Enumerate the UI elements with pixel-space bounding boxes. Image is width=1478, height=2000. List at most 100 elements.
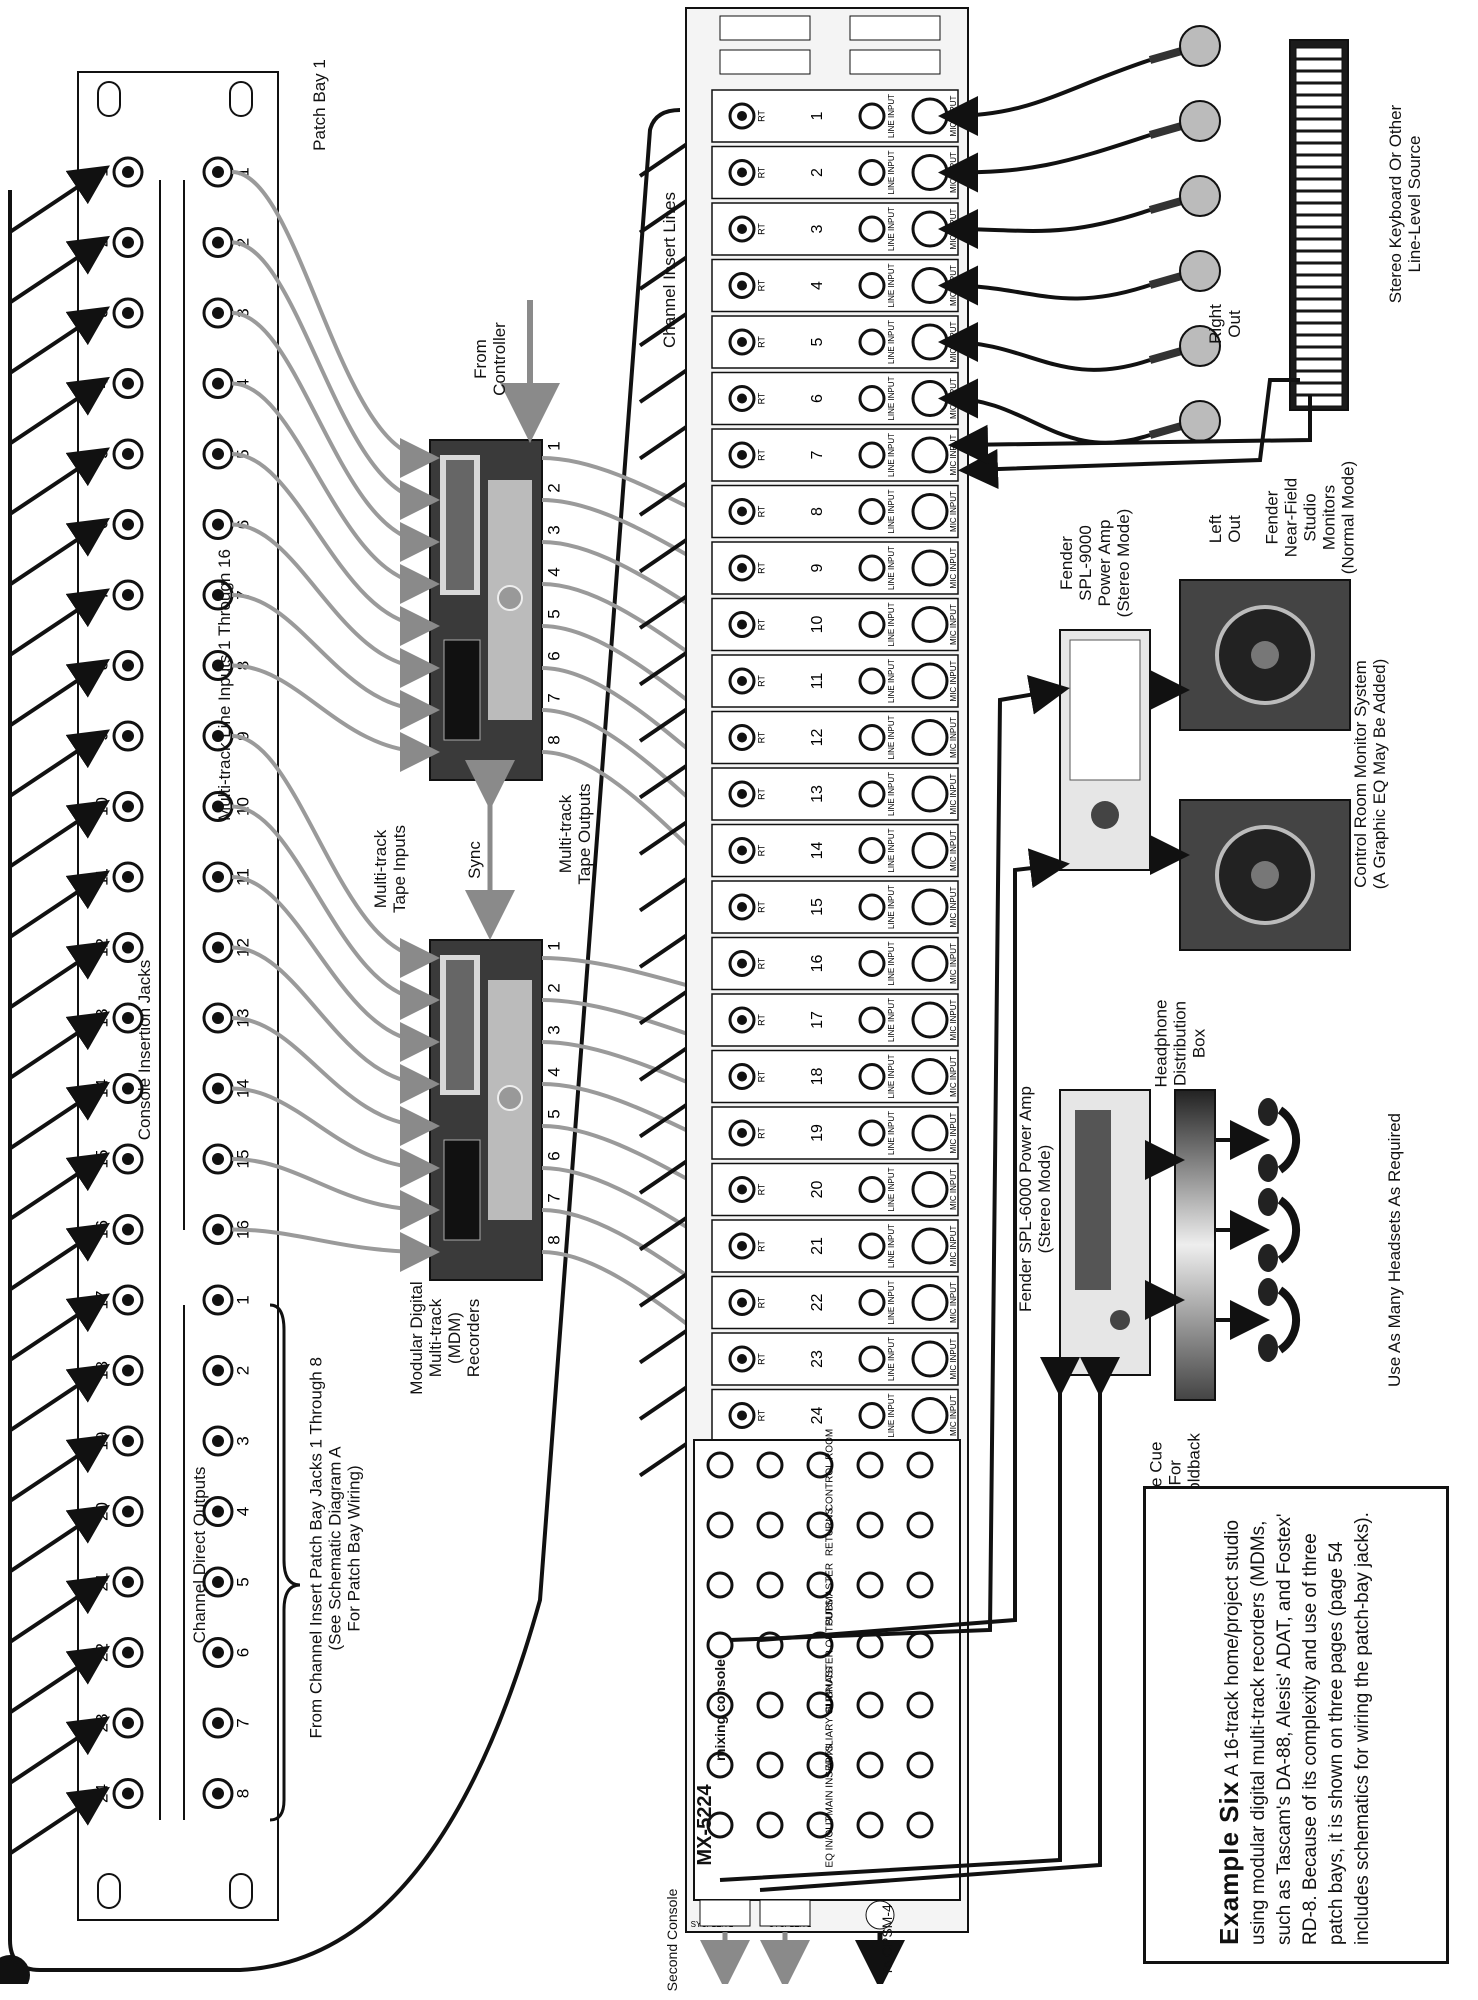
near-field-line-3: Studio: [1301, 458, 1320, 578]
monitor-speaker-right: [1180, 800, 1350, 950]
rt-label: RT: [756, 336, 766, 348]
tape-inputs-line-1: Multi-track: [371, 814, 390, 924]
keyboard-key: [1296, 384, 1342, 394]
right-out-line-1: Right: [1206, 294, 1225, 354]
mic-input-xlr: [913, 1229, 947, 1263]
line-input-label: LINE INPUT: [887, 1393, 896, 1437]
channel-number: 4: [809, 281, 826, 290]
cpsm-label: To CPSM-4: [877, 1895, 897, 1985]
patch-bay-title: Patch Bay 1: [310, 50, 330, 160]
mdm-output-number: 5: [544, 609, 563, 618]
line-input-label: LINE INPUT: [887, 602, 896, 646]
rt-jack-center: [737, 394, 747, 404]
mdm-output-number: 7: [544, 693, 563, 702]
rt-jack-center: [737, 281, 747, 291]
line-input-jack: [860, 1178, 884, 1202]
caption-title: Example Six: [1214, 1781, 1244, 1945]
channel-number: 16: [809, 955, 826, 973]
mic-input-label: MIC INPUT: [949, 773, 958, 814]
patch-bay-mount-hole: [230, 1874, 252, 1908]
headset-earcup: [1258, 1278, 1278, 1306]
line-input-jack: [860, 1291, 884, 1315]
spl-6000-line-1: Fender SPL-6000 Power Amp: [1016, 1074, 1035, 1324]
tape-outputs-label: Multi-track Tape Outputs: [556, 779, 594, 889]
mic-input-xlr: [913, 156, 947, 190]
rt-jack-center: [737, 733, 747, 743]
master-jack: [858, 1813, 882, 1837]
insertion-jack-center: [122, 237, 134, 249]
channel-number: 2: [809, 168, 826, 177]
line-input-jack-number: 8: [233, 1789, 252, 1798]
line-input-jack: [860, 613, 884, 637]
line-input-jack: [860, 1347, 884, 1371]
mic-cable: [950, 135, 1150, 173]
mic-input-label: MIC INPUT: [949, 1056, 958, 1097]
keyboard-key: [1296, 108, 1342, 118]
insertion-jack-number: 13: [92, 1009, 111, 1028]
line-input-label: LINE INPUT: [887, 433, 896, 477]
insertion-jack-center: [122, 801, 134, 813]
tape-inputs-line-2: Tape Inputs: [390, 814, 409, 924]
rt-jack-center: [737, 1298, 747, 1308]
channel-insert-lines-label: Channel Insert Lines: [660, 170, 680, 370]
line-input-jack-center: [212, 942, 224, 954]
master-section-label: MAIN INSERTS: [825, 1744, 836, 1815]
insertion-jack-center: [122, 1224, 134, 1236]
mdm-label-line-1: Modular Digital: [407, 1278, 426, 1398]
line-input-jack-number: 5: [233, 1577, 252, 1586]
line-input-jack: [860, 952, 884, 976]
line-input-jack: [860, 274, 884, 298]
keyboard-key: [1296, 228, 1342, 238]
insertion-jack-center: [122, 448, 134, 460]
mdm-output-number: 2: [544, 983, 563, 992]
spl-9000-line-2: SPL-9000: [1076, 508, 1095, 618]
tape-outputs-line-1: Multi-track: [556, 779, 575, 889]
patch-bay-mount-hole: [98, 82, 120, 116]
sysflex-2-port: [700, 1900, 750, 1926]
keyboard-key: [1296, 396, 1342, 406]
keyboard-key: [1296, 360, 1342, 370]
mic-cable: [950, 399, 1150, 443]
near-field-line-2: Near-Field: [1282, 458, 1301, 578]
keyboard-key: [1296, 324, 1342, 334]
line-input-jack-center: [212, 1294, 224, 1306]
near-field-label: Fender Near-Field Studio Monitors (Norma…: [1263, 458, 1358, 578]
master-jack: [908, 1633, 932, 1657]
channel-number: 8: [809, 507, 826, 516]
rt-label: RT: [756, 1296, 766, 1308]
insertion-jack-number: 20: [92, 1502, 111, 1521]
mic-input-xlr: [913, 664, 947, 698]
mic-input-label: MIC INPUT: [949, 886, 958, 927]
master-jack: [758, 1453, 782, 1477]
channel-number: 1: [809, 111, 826, 120]
master-jack: [858, 1693, 882, 1717]
spl-6000-line-2: (Stereo Mode): [1035, 1074, 1054, 1324]
headset-band: [1280, 1200, 1296, 1260]
mdm-output-number: 1: [544, 941, 563, 950]
rt-label: RT: [756, 1014, 766, 1026]
master-jack: [758, 1573, 782, 1597]
mic-input-label: MIC INPUT: [949, 1112, 958, 1153]
direct-outputs-label: Channel Direct Outputs: [190, 1455, 210, 1655]
mic-input-xlr: [913, 495, 947, 529]
monitor-speaker-left: [1180, 580, 1350, 730]
line-input-jack-center: [212, 237, 224, 249]
channel-number: 22: [809, 1294, 826, 1312]
keyboard-label-line-1: Stereo Keyboard Or Other: [1386, 99, 1405, 309]
keyboard-key: [1296, 300, 1342, 310]
rt-jack-center: [737, 1241, 747, 1251]
rt-jack-center: [737, 224, 747, 234]
keyboard-key: [1296, 72, 1342, 82]
line-input-jack-number: 3: [233, 1436, 252, 1445]
mdm-label-line-2: Multi-track: [426, 1278, 445, 1398]
second-console-label: Second Console: [662, 1880, 682, 2000]
line-input-label: LINE INPUT: [887, 885, 896, 929]
patch-bay-mount-hole: [98, 1874, 120, 1908]
line-input-jack: [860, 330, 884, 354]
line-input-jack: [860, 387, 884, 411]
spl-9000-line-4: (Stereo Mode): [1114, 508, 1133, 618]
insertion-jack-number: 12: [92, 938, 111, 957]
insertion-jack-number: 16: [92, 1220, 111, 1239]
mic-input-xlr: [913, 99, 947, 133]
rt-label: RT: [756, 223, 766, 235]
